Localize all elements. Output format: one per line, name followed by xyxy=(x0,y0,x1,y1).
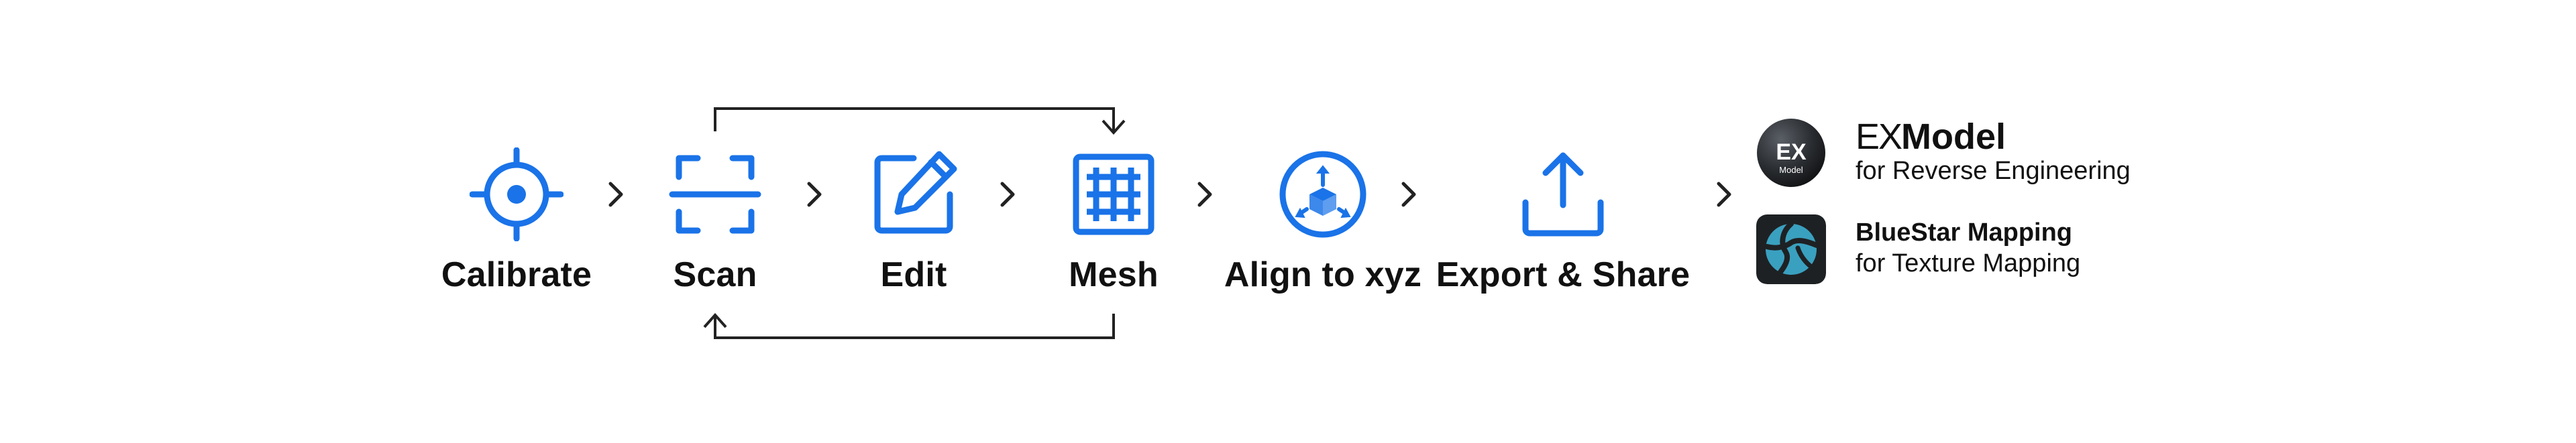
exmodel-name-suffix: Model xyxy=(1901,117,2006,157)
exmodel-logo-mark: EX Model xyxy=(1756,118,1826,188)
chevron-right-icon xyxy=(807,182,822,207)
exmodel-subtitle: for Reverse Engineering xyxy=(1856,157,2131,185)
step-scan: Scan xyxy=(628,147,802,302)
exmodel-name: EXModel xyxy=(1856,118,2226,155)
step-export: Export & Share xyxy=(1436,147,1690,302)
align-axes-icon xyxy=(1279,151,1366,238)
exmodel-logo: EX Model xyxy=(1756,118,1826,188)
step-edit: Edit xyxy=(826,147,1001,302)
step-calibrate: Calibrate xyxy=(429,147,604,302)
chevron-right-icon xyxy=(608,182,623,207)
step-mesh: Mesh xyxy=(1026,147,1201,302)
exmodel-name-prefix: EX xyxy=(1856,117,1902,157)
bluestar-logo xyxy=(1756,214,1826,284)
bluestar-name: BlueStar Mapping xyxy=(1856,218,2073,247)
loop-arrow-bottom xyxy=(714,314,1115,339)
step-label-export: Export & Share xyxy=(1436,255,1690,294)
edit-pencil-icon xyxy=(874,151,957,234)
step-label-mesh: Mesh xyxy=(1069,255,1159,294)
bluestar-subtitle: for Texture Mapping xyxy=(1856,249,2081,277)
chevron-right-icon xyxy=(1717,182,1731,207)
bluestar-globe-icon xyxy=(1756,214,1826,284)
loop-arrowhead-bottom xyxy=(703,312,727,328)
loop-arrow-top xyxy=(714,107,1115,131)
scan-frame-icon xyxy=(669,155,761,234)
step-label-align: Align to xyz xyxy=(1224,255,1422,294)
loop-arrowhead-top xyxy=(1102,119,1126,135)
step-label-edit: Edit xyxy=(880,255,947,294)
mesh-grid-icon xyxy=(1073,153,1155,235)
bluestar-text: BlueStar Mapping for Texture Mapping xyxy=(1856,214,2226,278)
product-exmodel: EX Model EXModel for Reverse Engineering xyxy=(1756,118,2226,190)
step-label-scan: Scan xyxy=(673,255,757,294)
chevron-right-icon xyxy=(1197,182,1212,207)
exmodel-logo-text: EX xyxy=(1776,139,1807,165)
exmodel-logo-subtext: Model xyxy=(1779,165,1803,175)
product-bluestar: BlueStar Mapping for Texture Mapping xyxy=(1756,214,2226,287)
chevron-right-icon xyxy=(1401,182,1416,207)
upload-share-icon xyxy=(1522,152,1604,237)
step-label-calibrate: Calibrate xyxy=(441,255,592,294)
step-align: Align to xyz xyxy=(1222,147,1424,302)
crosshair-icon xyxy=(470,147,564,241)
exmodel-text: EXModel for Reverse Engineering xyxy=(1856,118,2226,186)
chevron-right-icon xyxy=(1000,182,1015,207)
